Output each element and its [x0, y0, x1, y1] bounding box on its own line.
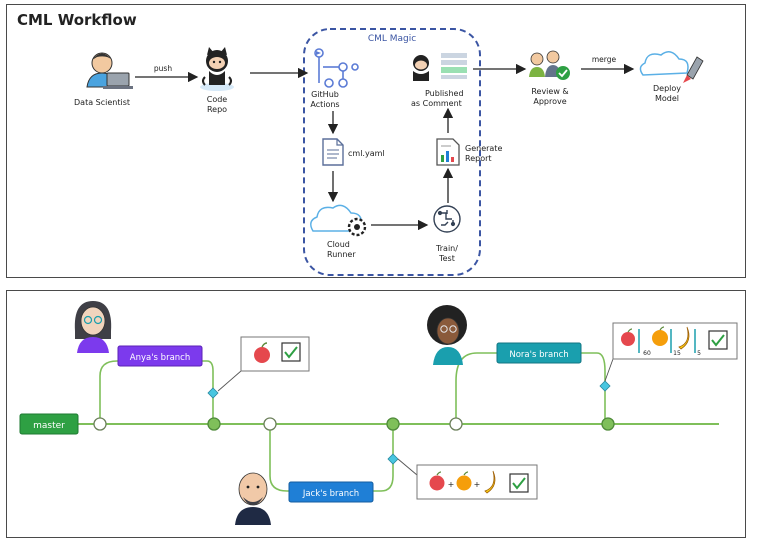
github-octocat-icon	[200, 47, 234, 91]
nora-value-3: 5	[697, 350, 701, 357]
train-test-label-line1: Train/	[435, 244, 458, 253]
plus-sign: +	[448, 480, 455, 489]
train-test-icon	[433, 205, 461, 233]
commit-node	[93, 417, 107, 431]
github-actions-label-line2: Actions	[310, 100, 339, 109]
anya-branch-tag	[117, 345, 203, 367]
review-label-line2: Approve	[533, 97, 566, 106]
apple-icon	[621, 328, 635, 346]
workflow-diagram: CML Workflow CML Magic Data Scientist pu…	[17, 11, 704, 276]
data-scientist-label: Data Scientist	[74, 98, 130, 107]
banana-icon	[484, 470, 496, 494]
deploy-cloud-rocket-icon	[639, 51, 704, 83]
report-diamond-icon	[207, 387, 219, 399]
commit-node	[449, 417, 463, 431]
master-tag	[19, 413, 79, 435]
nora-branch-label: Nora's branch	[509, 350, 568, 360]
merge-node	[207, 417, 221, 431]
checkbox-check-icon	[281, 342, 301, 362]
nora-avatar	[427, 305, 467, 365]
published-label-line1: Published	[425, 89, 464, 98]
cloud-runner-icon	[310, 204, 367, 237]
code-repo-label-line1: Code	[207, 95, 228, 104]
train-test-label-line2: Test	[438, 254, 455, 263]
merge-label: merge	[592, 55, 617, 64]
report-diamond-icon	[387, 453, 399, 465]
plus-sign: +	[474, 480, 481, 489]
jack-avatar	[235, 472, 271, 525]
branching-panel: master Anya's branch Jack's branch Nora'…	[6, 290, 746, 538]
jack-branch-line	[269, 424, 394, 492]
orange-icon	[652, 326, 668, 346]
deploy-label-line2: Model	[655, 94, 679, 103]
cml-magic-label: CML Magic	[368, 34, 416, 44]
nora-value-2: 15	[673, 350, 681, 357]
published-comment-icon	[413, 53, 467, 81]
deploy-label-line1: Deploy	[653, 84, 681, 93]
anya-branch-label: Anya's branch	[130, 353, 190, 363]
nora-branch-line	[455, 352, 606, 424]
cml-magic-box	[303, 28, 481, 276]
cml-workflow-panel: CML Workflow CML Magic Data Scientist pu…	[6, 4, 746, 278]
report-pointer	[397, 458, 418, 476]
yaml-file-icon	[322, 138, 344, 166]
checkbox-check-icon	[708, 330, 728, 350]
jack-branch-tag	[288, 481, 374, 503]
jack-branch-label: Jack's branch	[302, 489, 359, 499]
review-label-line1: Review &	[531, 87, 568, 96]
github-actions-label-line1: GitHub	[311, 90, 339, 99]
apple-icon	[254, 342, 270, 363]
published-label-line2: as Comment	[411, 99, 462, 108]
data-scientist-icon	[86, 52, 133, 89]
checkbox-check-icon	[509, 473, 529, 493]
merge-node	[601, 417, 615, 431]
generate-report-label-line1: Generate	[465, 144, 502, 153]
nora-value-1: 60	[643, 350, 651, 357]
report-pointer	[604, 358, 614, 382]
cloud-runner-label-line2: Runner	[327, 250, 356, 259]
nora-branch-tag	[496, 342, 582, 364]
report-diamond-icon	[599, 380, 611, 392]
branch-diagram: master Anya's branch Jack's branch Nora'…	[19, 301, 738, 525]
master-label: master	[33, 421, 65, 431]
anya-branch-line	[99, 360, 214, 424]
approved-check-icon	[556, 66, 570, 80]
cloud-runner-label-line1: Cloud	[327, 240, 350, 249]
push-label: push	[154, 64, 172, 73]
report-document-icon	[436, 138, 460, 166]
orange-icon	[456, 471, 472, 491]
cml-yaml-label: cml.yaml	[348, 149, 385, 158]
code-repo-label-line2: Repo	[207, 105, 227, 114]
github-actions-icon	[314, 48, 359, 88]
merge-node	[386, 417, 400, 431]
anya-avatar	[74, 301, 112, 353]
workflow-title: CML Workflow	[17, 11, 137, 29]
report-pointer	[217, 370, 242, 392]
banana-icon	[678, 326, 690, 350]
apple-icon	[429, 471, 445, 491]
commit-node	[263, 417, 277, 431]
generate-report-label-line2: Report	[465, 154, 492, 163]
